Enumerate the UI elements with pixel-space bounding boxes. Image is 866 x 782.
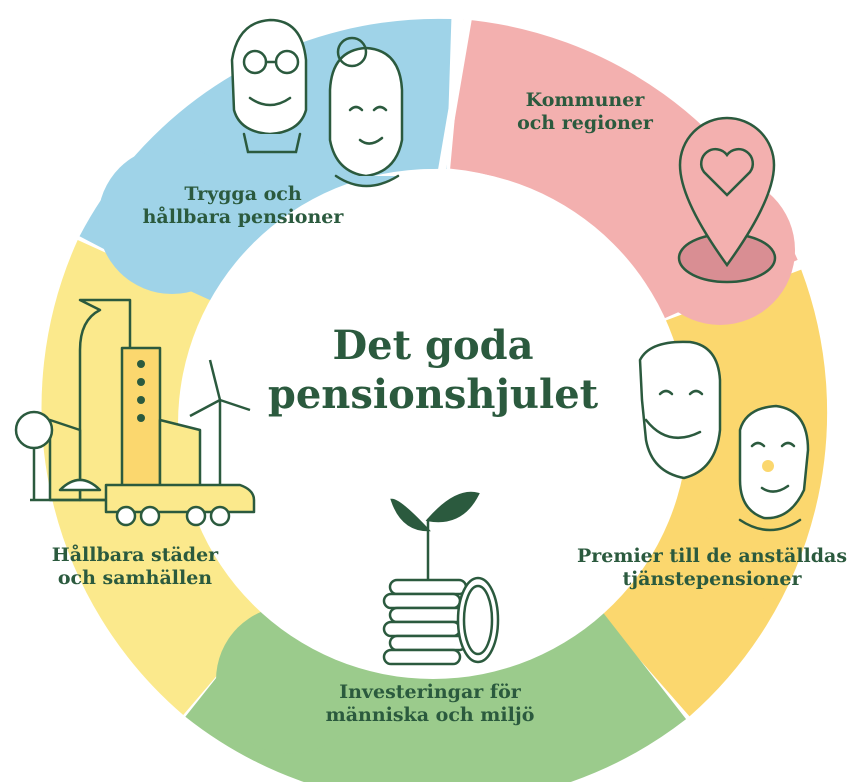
label-cities: Hållbara städer och samhällen — [10, 544, 260, 590]
title-line-2: pensionshjulet — [267, 370, 599, 418]
coin-stack-sprout-icon — [382, 491, 500, 666]
label-municipalities-line-1: Kommuner — [525, 89, 645, 111]
cap-yellow — [616, 516, 764, 664]
title-line-1: Det goda — [332, 322, 534, 369]
location-heart-icon — [677, 116, 777, 284]
label-cities-line-2: och samhällen — [57, 567, 213, 590]
label-cities-line-1: Hållbara städer — [51, 544, 219, 566]
label-investments-line-1: Investeringar för — [339, 681, 521, 703]
label-pensions-line-2: hållbara pensioner — [142, 206, 344, 229]
label-pensions: Trygga och hållbara pensioner — [118, 183, 368, 229]
label-municipalities-line-2: och regioner — [517, 112, 653, 135]
label-pensions-line-1: Trygga och — [184, 183, 302, 205]
label-municipalities: Kommuner och regioner — [490, 89, 680, 135]
city-train-icon — [14, 298, 256, 527]
young-couple-icon — [638, 340, 810, 532]
label-premiums-line-2: tjänstepensioner — [622, 568, 802, 591]
label-investments-line-2: människa och miljö — [325, 704, 535, 727]
label-investments: Investeringar för människa och miljö — [300, 681, 560, 727]
label-premiums: Premier till de anställdas tjänstepensio… — [562, 545, 862, 591]
center-disc — [178, 169, 688, 679]
elderly-couple-icon — [230, 18, 404, 188]
wheel-title: Det goda pensionshjulet — [233, 322, 633, 420]
separator — [438, 17, 472, 171]
label-premiums-line-1: Premier till de anställdas — [576, 545, 848, 567]
cap-blue — [98, 146, 246, 294]
